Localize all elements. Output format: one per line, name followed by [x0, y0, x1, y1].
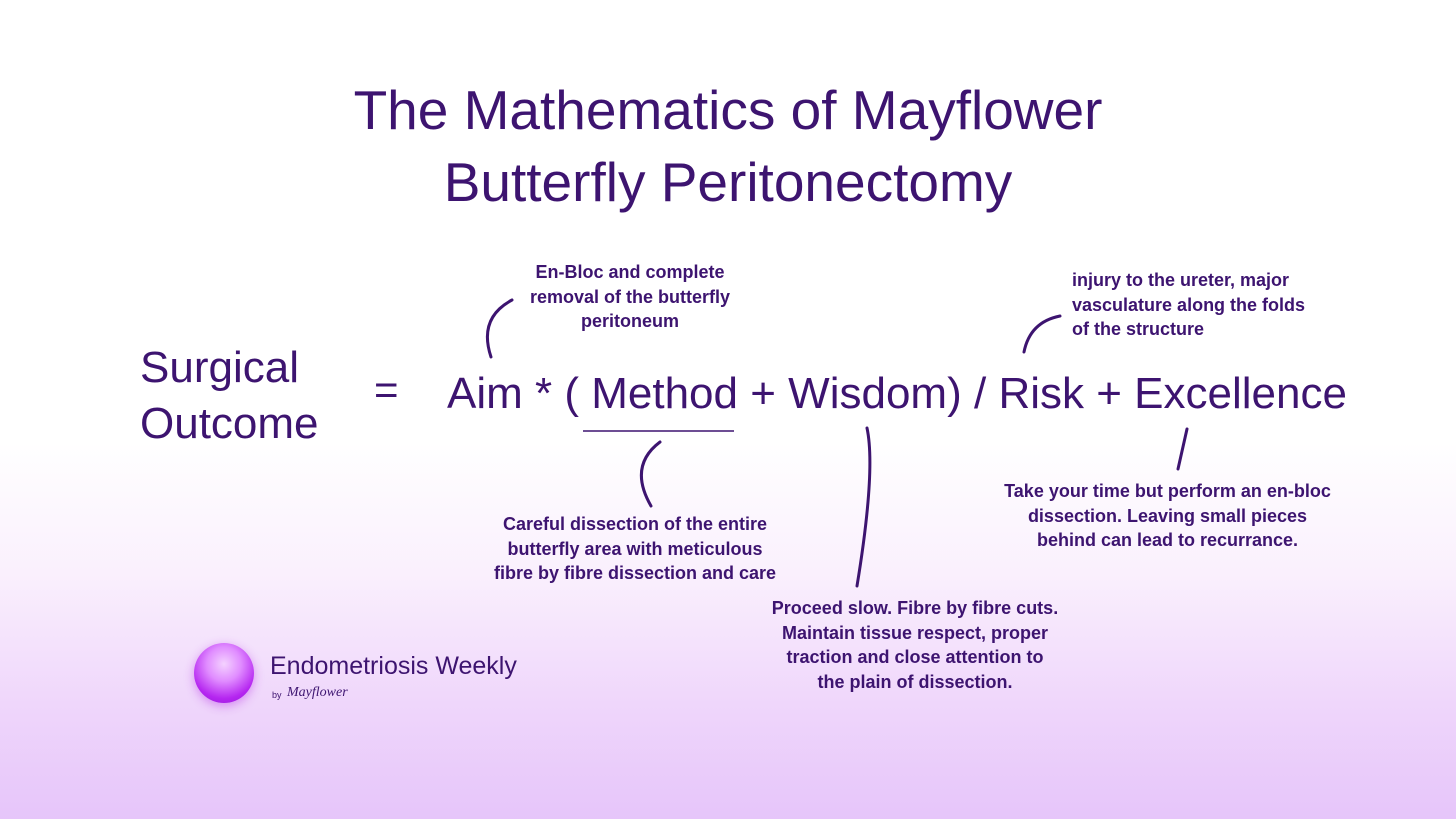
operator-plus-2: +: [1096, 369, 1122, 418]
annotation-excellence-line: behind can lead to recurrance.: [1036, 530, 1299, 550]
page-title: The Mathematics of Mayflower Butterfly P…: [0, 74, 1456, 218]
term-excellence: Excellence: [1134, 369, 1347, 418]
title-line-1: The Mathematics of Mayflower: [353, 79, 1103, 141]
annotation-method-line: fibre by fibre dissection and care: [493, 563, 777, 583]
annotation-risk-line: vasculature along the folds: [1072, 294, 1306, 315]
annotation-aim-line: En-Bloc and complete: [535, 262, 725, 282]
term-aim: Aim * (: [447, 369, 579, 418]
brand-signature-logo: Mayflower: [287, 685, 348, 700]
annotation-wisdom-line: Maintain tissue respect, proper: [781, 622, 1049, 643]
operator-plus-1: +: [750, 369, 776, 418]
annotation-wisdom-line: the plain of dissection.: [817, 671, 1013, 692]
term-risk: Risk: [998, 369, 1084, 418]
annotation-aim-line: peritoneum: [580, 311, 679, 331]
annotation-method: Careful dissection of the entire butterf…: [480, 512, 790, 586]
annotation-risk: injury to the ureter, major vasculature …: [1072, 268, 1332, 342]
term-wisdom: Wisdom): [788, 369, 962, 418]
equals-sign: =: [374, 366, 399, 413]
title-line-2: Butterfly Peritonectomy: [443, 151, 1013, 213]
equation-lhs: Surgical Outcome: [140, 340, 319, 452]
annotation-risk-line: of the structure: [1072, 319, 1205, 339]
method-connector: [639, 440, 662, 508]
annotation-wisdom: Proceed slow. Fibre by fibre cuts. Maint…: [760, 596, 1070, 694]
annotation-method-line: butterfly area with meticulous: [507, 538, 763, 559]
annotation-aim-line: removal of the butterfly: [529, 286, 731, 307]
annotation-wisdom-line: Proceed slow. Fibre by fibre cuts.: [771, 598, 1059, 618]
term-method: Method: [591, 369, 738, 418]
operator-divide: /: [973, 369, 987, 418]
annotation-excellence: Take your time but perform an en-bloc di…: [995, 479, 1340, 553]
annotation-excellence-line: Take your time but perform an en-bloc: [1004, 481, 1331, 501]
excellence-connector: [1176, 427, 1189, 471]
lhs-line-2: Outcome: [140, 399, 319, 448]
equation-formula: Aim * ( Method + Wisdom) / Risk + Excell…: [447, 364, 1347, 424]
brand-logo-icon: [194, 643, 254, 703]
brand-name: Endometriosis Weekly: [270, 652, 517, 680]
annotation-excellence-line: dissection. Leaving small pieces: [1027, 505, 1308, 526]
wisdom-connector: [855, 426, 872, 588]
annotation-method-line: Careful dissection of the entire: [502, 514, 768, 534]
annotation-wisdom-line: traction and close attention to: [786, 647, 1044, 667]
annotation-risk-line: injury to the ureter, major: [1072, 270, 1290, 290]
annotation-aim: En-Bloc and complete removal of the butt…: [500, 260, 760, 334]
lhs-line-1: Surgical: [140, 343, 299, 392]
brand-by: by: [272, 690, 282, 700]
risk-connector: [1022, 314, 1062, 354]
aim-connector: [486, 298, 514, 359]
